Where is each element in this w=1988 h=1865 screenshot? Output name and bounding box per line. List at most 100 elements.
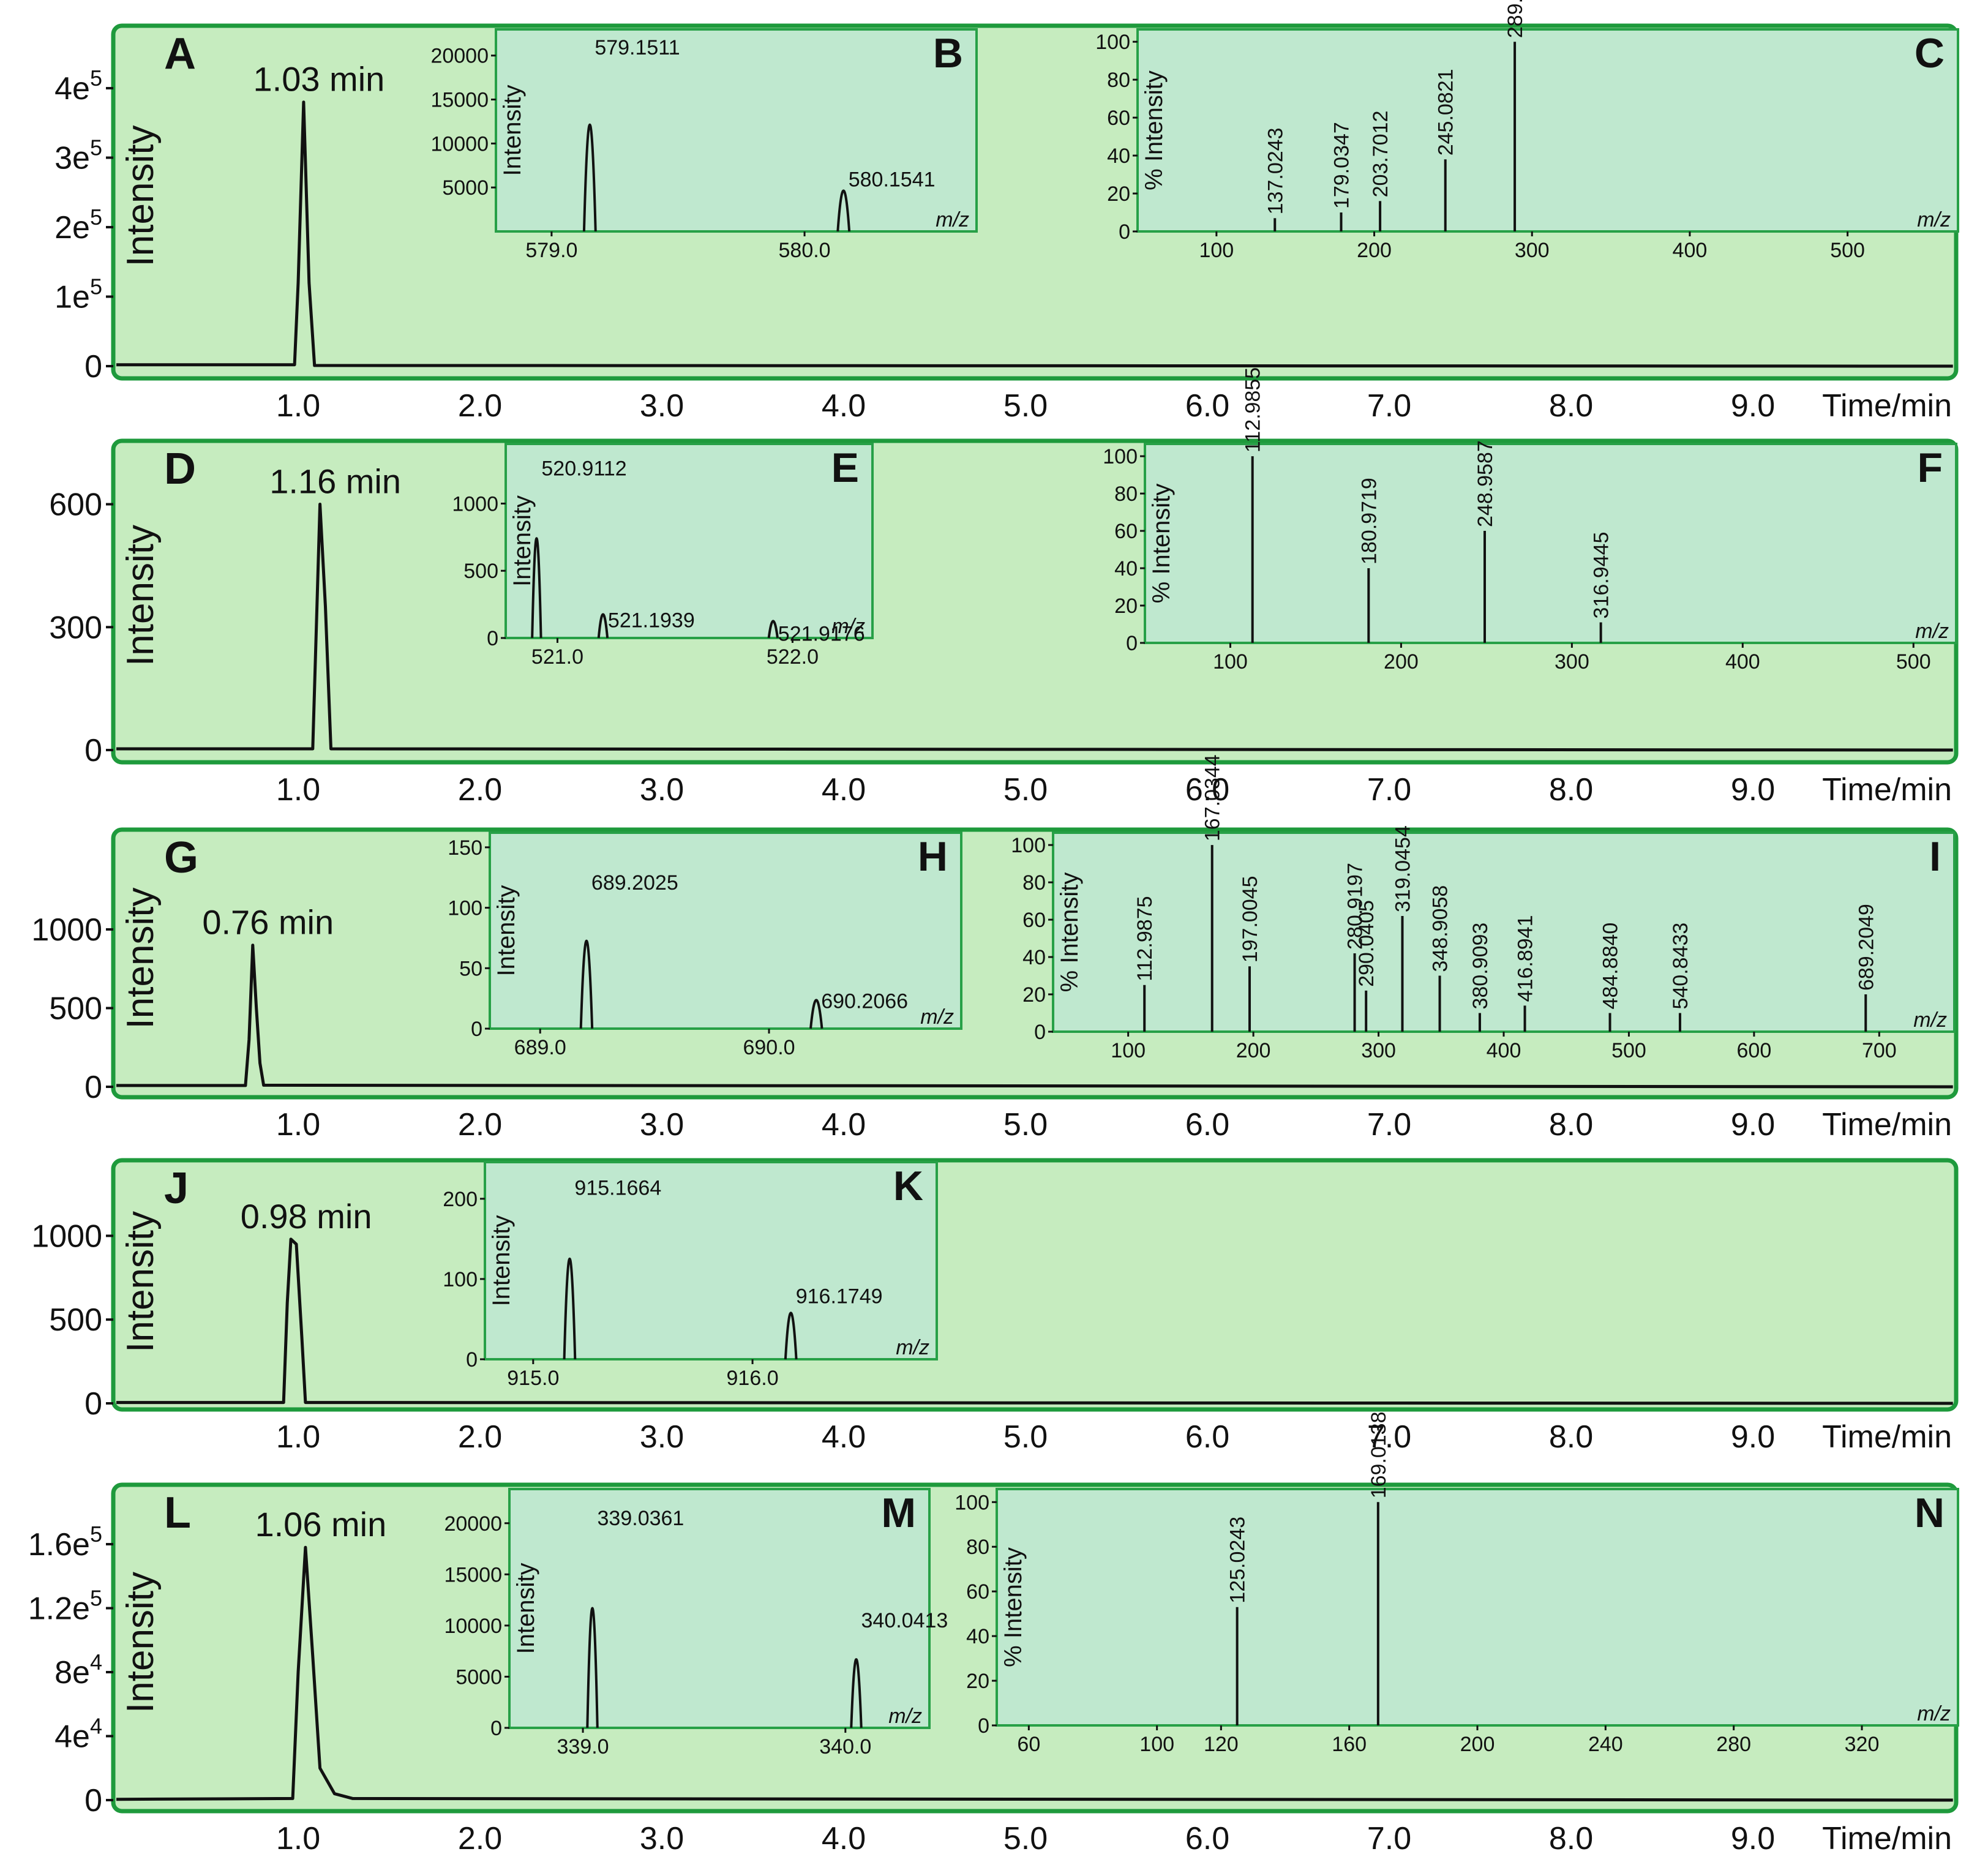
inset-x-tick-label: 700 <box>1862 1039 1897 1062</box>
x-tick-label: 2.0 <box>458 1419 502 1455</box>
inset-y-tick-label: 20000 <box>430 45 489 68</box>
y-tick-label: 0 <box>84 349 102 385</box>
x-tick-label: 4.0 <box>822 1419 866 1455</box>
x-tick-label: 3.0 <box>640 1419 684 1455</box>
inset-m: 339.0361340.041305000100001500020000339.… <box>444 1488 948 1758</box>
x-tick-label: 9.0 <box>1731 388 1775 424</box>
inset-x-label: m/z <box>888 1705 922 1728</box>
x-tick-label: 2.0 <box>458 1821 502 1856</box>
y-tick-label: 4e5 <box>54 66 102 107</box>
chromatogram-trace <box>116 1545 1953 1802</box>
inset-x-tick-label: 200 <box>1357 239 1392 262</box>
inset-y-tick-label: 0 <box>471 1018 482 1041</box>
inset-y-label: % Intensity <box>1000 1547 1027 1667</box>
inset-x-tick-label: 579.0 <box>525 239 577 262</box>
chromatogram-trace <box>116 1237 1953 1405</box>
inset-x-tick-label: 339.0 <box>557 1735 609 1758</box>
inset-x-tick-label: 100 <box>1139 1733 1174 1756</box>
inset-x-tick-label: 689.0 <box>514 1036 566 1059</box>
peak-mz-label: 125.0243 <box>1226 1517 1250 1604</box>
inset-y-tick-label: 0 <box>466 1348 478 1372</box>
inset-y-tick-label: 200 <box>443 1188 478 1211</box>
inset-x-tick-label: 500 <box>1830 239 1865 262</box>
panel-letter: D <box>164 445 196 493</box>
inset-y-tick-label: 0 <box>1119 220 1130 244</box>
peak-mz-label: 167.0344 <box>1201 754 1225 841</box>
inset-y-tick-label: 80 <box>1114 482 1138 506</box>
inset-x-tick-label: 320 <box>1845 1733 1880 1756</box>
peak-mz-label: 169.0138 <box>1367 1411 1390 1498</box>
ms-peak <box>579 939 594 1029</box>
inset-y-tick-label: 5000 <box>456 1665 502 1689</box>
inset-y-tick-label: 1000 <box>452 492 498 516</box>
x-tick-label: 9.0 <box>1731 1419 1775 1455</box>
inset-x-label: m/z <box>936 208 969 231</box>
inset-x-tick-label: 500 <box>1896 650 1931 674</box>
inset-frame <box>996 1488 1959 1727</box>
inset-y-label: Intensity <box>488 1215 515 1307</box>
inset-x-label: m/z <box>1917 208 1951 231</box>
inset-letter: I <box>1929 833 1941 880</box>
inset-y-tick-label: 100 <box>448 897 482 920</box>
x-tick-label: 8.0 <box>1549 388 1593 424</box>
peak-mz-label: 290.0405 <box>1355 900 1378 987</box>
x-tick-label: 3.0 <box>640 772 684 808</box>
x-tick-label: 5.0 <box>1003 1821 1048 1856</box>
inset-x-tick-label: 120 <box>1204 1733 1239 1756</box>
x-tick-label: 7.0 <box>1367 388 1411 424</box>
inset-letter: F <box>1917 445 1943 491</box>
x-tick-label: 7.0 <box>1367 1821 1411 1856</box>
y-axis-label: Intensity <box>119 1572 162 1713</box>
panel-letter: J <box>164 1164 189 1213</box>
ms-peak <box>586 1607 599 1728</box>
x-tick-label: 7.0 <box>1367 772 1411 808</box>
chromatogram-trace <box>116 503 1953 752</box>
peak-mz-label: 689.2049 <box>1855 904 1878 991</box>
x-tick-label: 8.0 <box>1549 1107 1593 1143</box>
inset-y-label: % Intensity <box>1141 70 1168 190</box>
inset-frame <box>1144 443 1957 644</box>
ms-peak <box>784 1312 798 1360</box>
x-tick-label: 9.0 <box>1731 1821 1775 1856</box>
inset-letter: K <box>893 1163 923 1209</box>
inset-letter: C <box>1915 30 1945 77</box>
inset-x-tick-label: 916.0 <box>727 1367 779 1390</box>
peak-rt-label: 1.06 min <box>255 1505 386 1544</box>
inset-x-tick-label: 340.0 <box>819 1735 871 1758</box>
x-tick-label: 2.0 <box>458 772 502 808</box>
inset-y-tick-label: 40 <box>1022 946 1046 969</box>
inset-frame <box>1136 28 1959 233</box>
peak-mz-label: 112.9855 <box>1242 367 1265 452</box>
peak-mz-label: 916.1749 <box>796 1285 883 1308</box>
inset-y-tick-label: 100 <box>443 1268 478 1291</box>
peak-rt-label: 1.16 min <box>269 462 401 501</box>
ms-peak <box>582 123 597 232</box>
inset-x-tick-label: 280 <box>1716 1733 1751 1756</box>
inset-y-label: % Intensity <box>1148 484 1175 604</box>
inset-c: 137.0243179.0347203.7012245.0821289.0716… <box>1095 0 1959 262</box>
inset-y-tick-label: 150 <box>448 836 482 860</box>
inset-letter: M <box>881 1490 916 1536</box>
inset-x-tick-label: 600 <box>1737 1039 1772 1062</box>
peak-mz-label: 520.9112 <box>541 457 626 481</box>
inset-y-tick-label: 10000 <box>430 132 489 156</box>
peak-mz-label: 245.0821 <box>1435 69 1458 156</box>
inset-y-tick-label: 80 <box>1022 871 1046 895</box>
inset-x-tick-label: 200 <box>1460 1733 1495 1756</box>
inset-y-tick-label: 10000 <box>444 1615 502 1638</box>
inset-y-tick-label: 5000 <box>442 176 489 200</box>
peak-mz-label: 197.0045 <box>1239 876 1262 963</box>
x-tick-label: 6.0 <box>1185 388 1229 424</box>
x-tick-label: 8.0 <box>1549 772 1593 808</box>
x-tick-label: 5.0 <box>1003 1419 1048 1455</box>
inset-frame <box>1052 831 1956 1033</box>
peak-rt-label: 0.76 min <box>202 903 334 942</box>
inset-x-tick-label: 500 <box>1611 1039 1646 1062</box>
inset-y-tick-label: 0 <box>490 1717 502 1740</box>
x-tick-label: 4.0 <box>822 772 866 808</box>
